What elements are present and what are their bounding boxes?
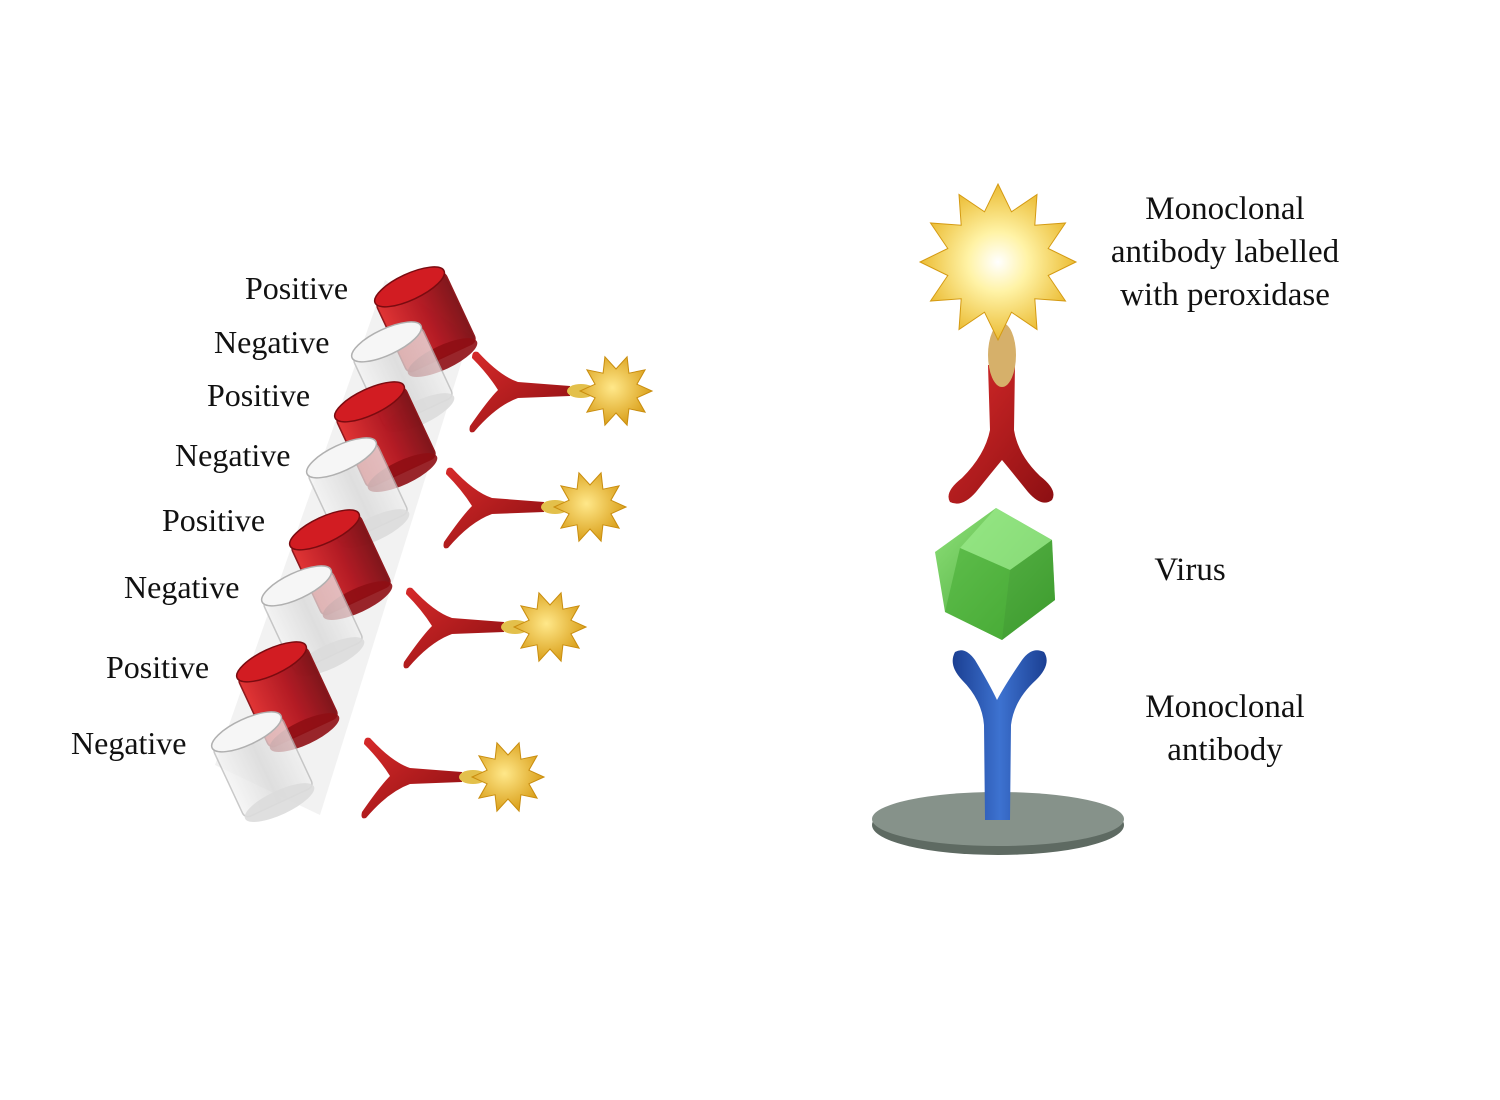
well-rim [373,266,446,308]
well-rim [210,711,283,753]
labelled-antibody-label-line-2: antibody labelled [1110,234,1340,270]
capture-antibody-shape [952,650,1047,820]
well-label-2: Negative [214,324,330,360]
peroxidase-linker [988,323,1016,387]
well-label-1: Positive [245,270,349,306]
well-label-3: Positive [207,377,311,413]
peroxidase-small-star-icon [470,741,546,813]
peroxidase-star [918,182,1078,342]
well-label-5: Positive [162,502,266,538]
virus-shape [935,508,1055,640]
labelled-antibody-shape [948,365,1054,504]
labelled-antibody-label-line-1: Monoclonal [1145,191,1305,227]
legend-graphics [872,182,1124,855]
capture-antibody-label-line-1: Monoclonal [1145,689,1305,725]
well-label-4: Negative [175,437,291,473]
labelled-antibody-label-line-3: with peroxidase [1120,277,1330,313]
labelled-antibody-4 [361,737,546,819]
labelled-antibody-body [443,467,544,549]
well-bottom [244,783,315,822]
well-8 [210,711,315,822]
capture-antibody-label: Monoclonal antibody [1100,686,1350,772]
well-label-7: Positive [106,649,210,685]
virus-label: Virus [1110,549,1270,592]
labelled-antibody-label: Monoclonal antibody labelled with peroxi… [1070,188,1380,317]
well-rim [288,509,361,551]
labelled-antibody-body [361,737,462,819]
virus-label-line-1: Virus [1154,552,1226,588]
well-rim [235,641,308,683]
well-label-8: Negative [71,725,187,761]
labelled-antibody-body [469,351,570,433]
labelled-antibody-1 [469,351,654,433]
labelled-antibody-2 [443,467,628,549]
well-rim [333,381,406,423]
peroxidase-small-star-icon [578,355,654,427]
left-labelled-antibodies [361,351,654,819]
peroxidase-small-star-icon [512,591,588,663]
labelled-antibody-body [403,587,504,669]
wells-group [210,266,478,822]
capture-antibody-label-line-2: antibody [1167,732,1283,768]
peroxidase-small-star-icon [552,471,628,543]
well-rim [260,565,333,607]
well-rim [305,437,378,479]
well-label-6: Negative [124,569,240,605]
labelled-antibody-3 [403,587,588,669]
well-rim [350,321,423,363]
